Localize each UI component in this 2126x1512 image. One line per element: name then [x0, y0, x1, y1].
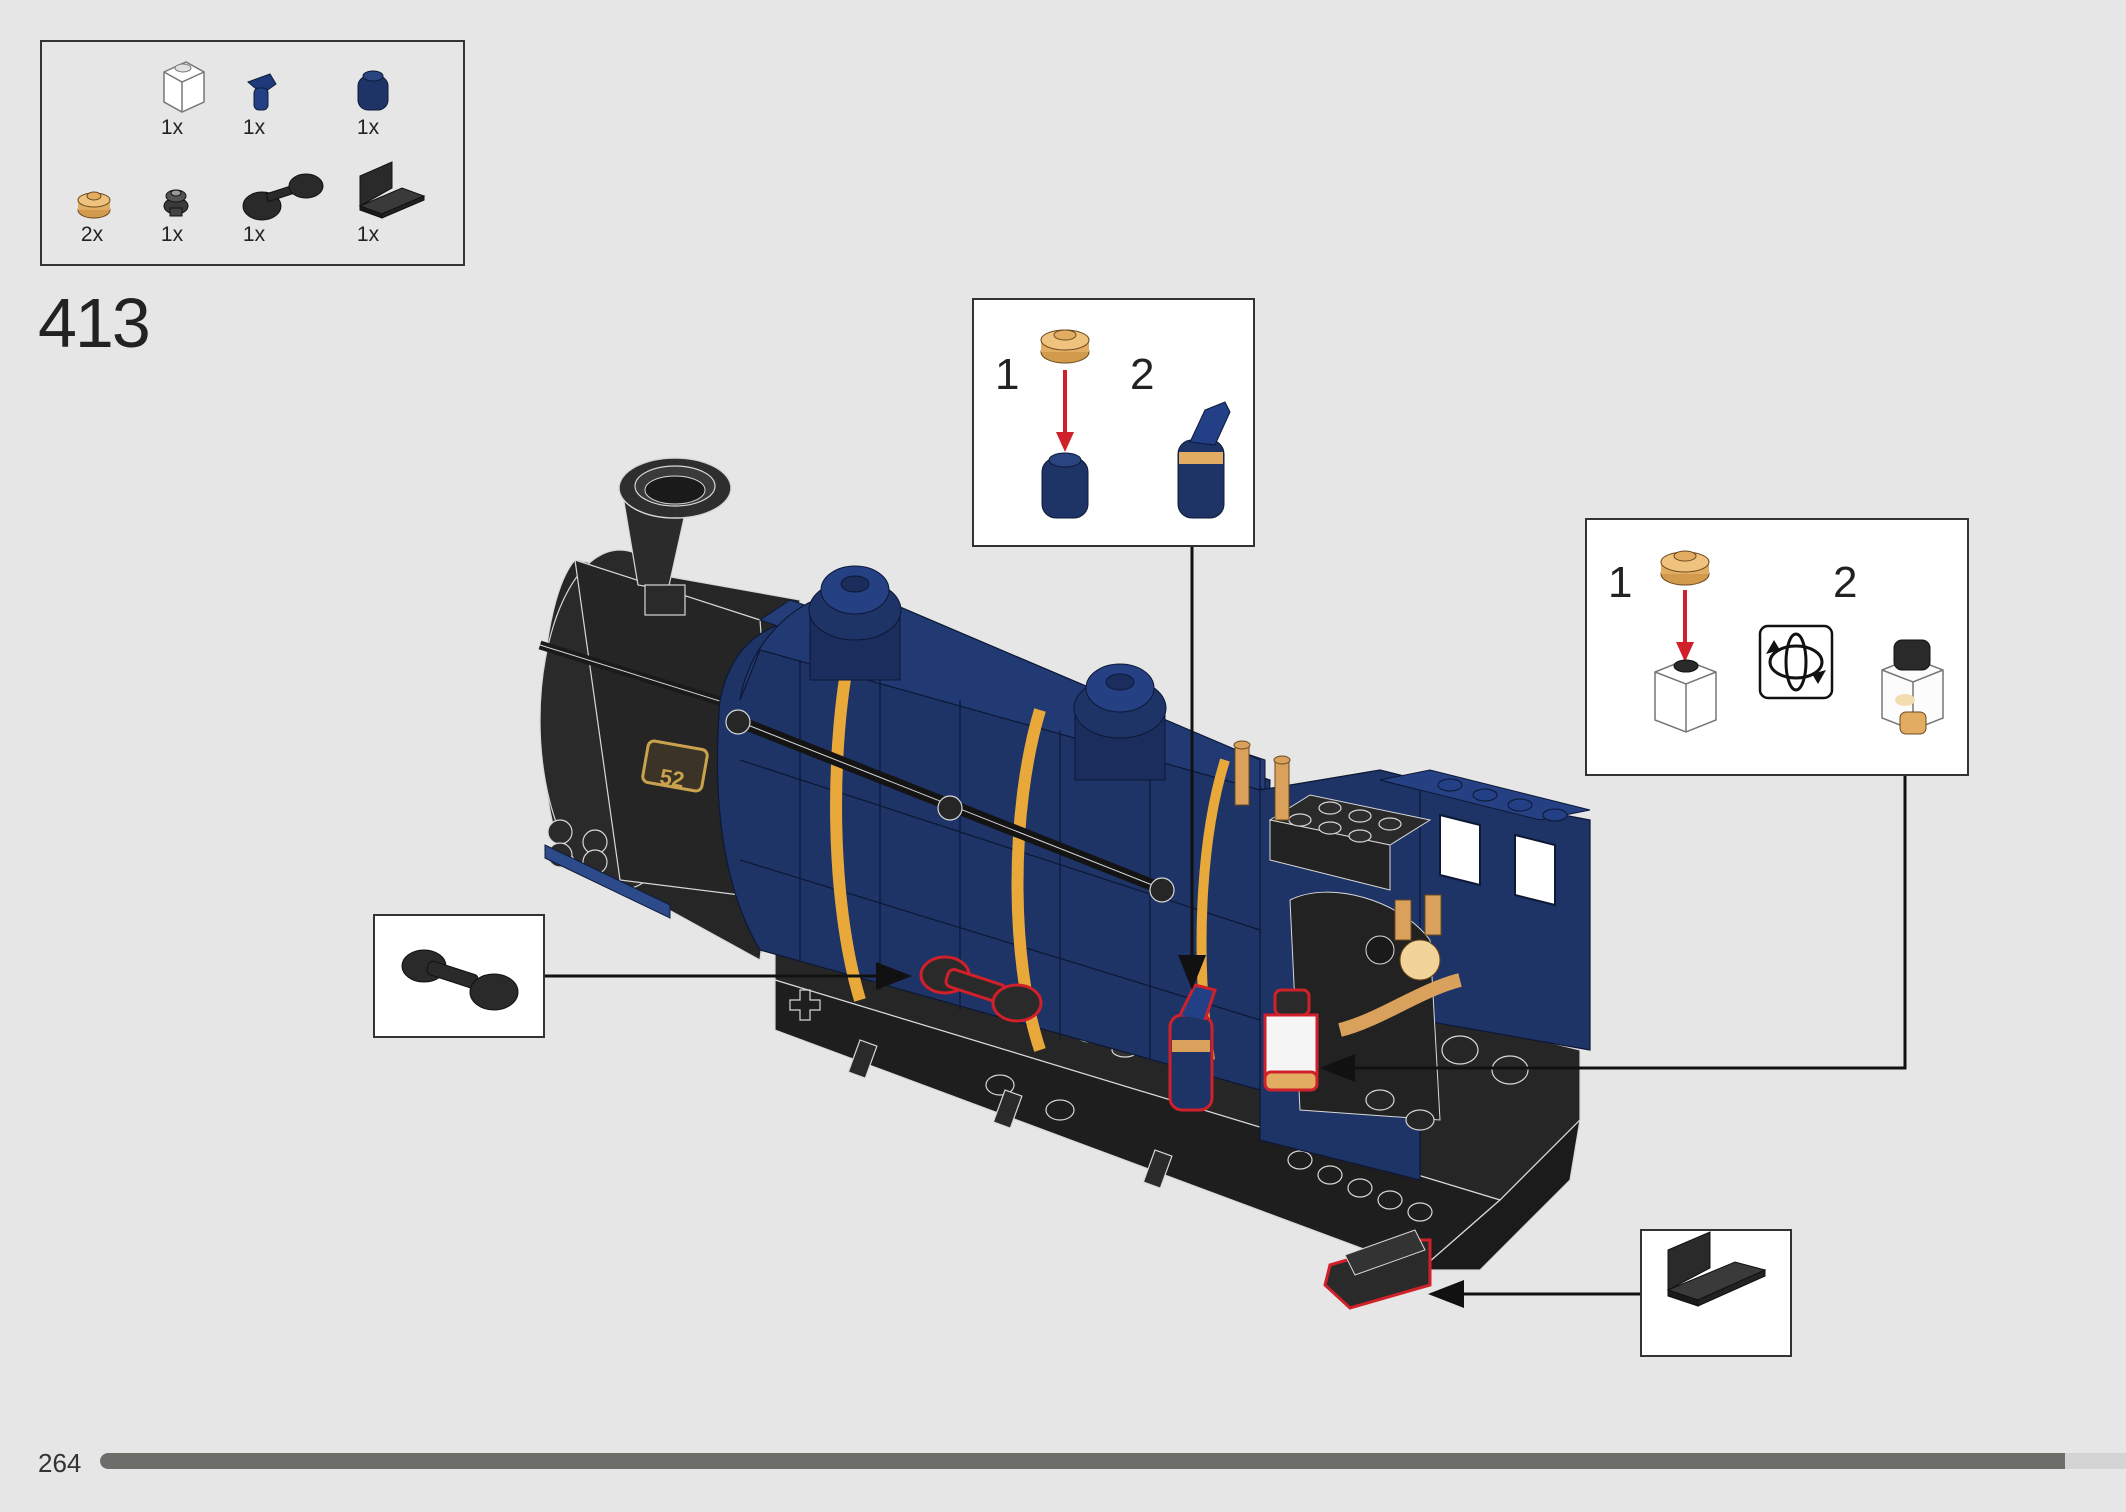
step-number: 413 — [38, 284, 151, 362]
highlighted-new-parts — [919, 955, 1432, 1310]
progress-bar-fill — [100, 1453, 2066, 1469]
boiler-domes — [808, 565, 1167, 781]
part-quantity: 1x — [242, 116, 266, 139]
progress-bar — [100, 1453, 2126, 1469]
chimney — [618, 457, 732, 616]
sub-step-number: 1 — [995, 350, 1020, 399]
sub-step-number: 2 — [1833, 558, 1858, 607]
callout-top-box — [972, 298, 1255, 547]
callout-right-box — [1585, 518, 1969, 776]
sub-step-number: 1 — [1608, 558, 1633, 607]
callout-bracket-box — [1640, 1229, 1792, 1357]
part-quantity: 1x — [160, 116, 184, 139]
page-number: 264 — [38, 1448, 82, 1478]
part-quantity: 2x — [80, 223, 104, 246]
svg-text:52: 52 — [658, 764, 686, 793]
part-quantity: 1x — [242, 223, 266, 246]
parts-list-box — [40, 40, 465, 266]
boiler — [716, 565, 1271, 1091]
sub-step-number: 2 — [1130, 350, 1155, 399]
part-quantity: 1x — [356, 116, 380, 139]
part-quantity: 1x — [160, 223, 184, 246]
callout-left-box — [373, 914, 545, 1038]
part-quantity: 1x — [356, 223, 380, 246]
